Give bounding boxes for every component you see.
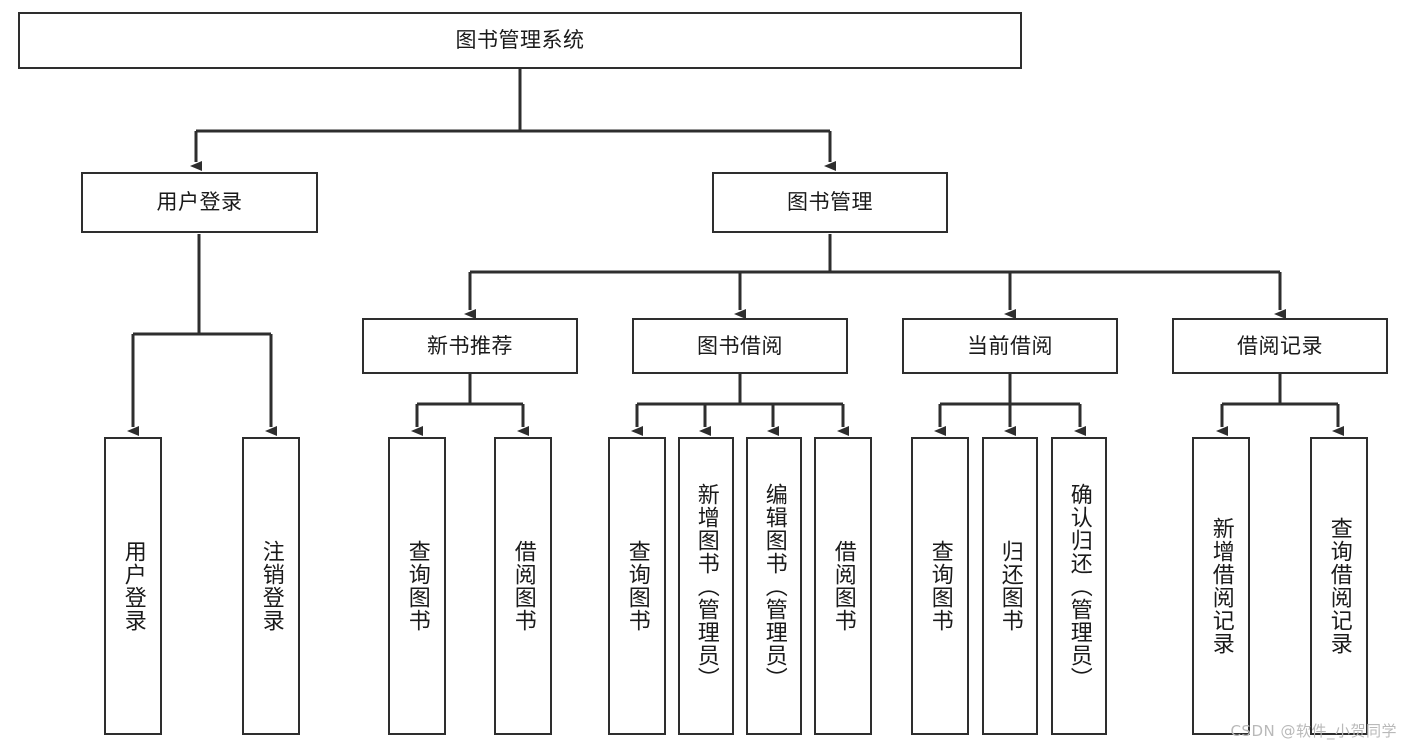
leaf-label: 用户登录: [120, 540, 146, 632]
node-current-borrow[interactable]: 当前借阅: [902, 318, 1118, 374]
leaf-book-borrow-borrow[interactable]: 借阅图书: [814, 437, 872, 735]
node-new-book-recommend[interactable]: 新书推荐: [362, 318, 578, 374]
leaf-borrow-record-query[interactable]: 查询借阅记录: [1310, 437, 1368, 735]
leaf-book-borrow-edit[interactable]: 编辑图书（管理员）: [746, 437, 802, 735]
leaf-label: 查询图书: [404, 540, 430, 632]
leaf-label: 查询借阅记录: [1326, 517, 1352, 655]
leaf-current-borrow-query[interactable]: 查询图书: [911, 437, 969, 735]
watermark-text: CSDN @软件_小贺同学: [1230, 722, 1397, 740]
leaf-book-borrow-add[interactable]: 新增图书（管理员）: [678, 437, 734, 735]
leaf-label: 注销登录: [258, 540, 284, 632]
leaf-label: 查询图书: [927, 540, 953, 632]
leaf-user-login-login[interactable]: 用户登录: [104, 437, 162, 735]
leaf-label: 归还图书: [997, 540, 1023, 632]
leaf-label: 借阅图书: [510, 540, 536, 632]
leaf-new-book-borrow[interactable]: 借阅图书: [494, 437, 552, 735]
node-root[interactable]: 图书管理系统: [18, 12, 1022, 69]
leaf-label: 借阅图书: [830, 540, 856, 632]
node-book-borrow[interactable]: 图书借阅: [632, 318, 848, 374]
node-borrow-record[interactable]: 借阅记录: [1172, 318, 1388, 374]
leaf-book-borrow-query[interactable]: 查询图书: [608, 437, 666, 735]
node-book-management[interactable]: 图书管理: [712, 172, 948, 233]
leaf-label: 编辑图书（管理员）: [761, 482, 787, 690]
leaf-borrow-record-add[interactable]: 新增借阅记录: [1192, 437, 1250, 735]
node-user-login[interactable]: 用户登录: [81, 172, 318, 233]
leaf-label: 查询图书: [624, 540, 650, 632]
leaf-current-borrow-return[interactable]: 归还图书: [982, 437, 1038, 735]
leaf-current-borrow-confirm[interactable]: 确认归还（管理员）: [1051, 437, 1107, 735]
leaf-label: 确认归还（管理员）: [1066, 482, 1092, 690]
leaf-user-login-logout[interactable]: 注销登录: [242, 437, 300, 735]
leaf-label: 新增借阅记录: [1208, 517, 1234, 655]
leaf-label: 新增图书（管理员）: [693, 482, 719, 690]
leaf-new-book-query[interactable]: 查询图书: [388, 437, 446, 735]
